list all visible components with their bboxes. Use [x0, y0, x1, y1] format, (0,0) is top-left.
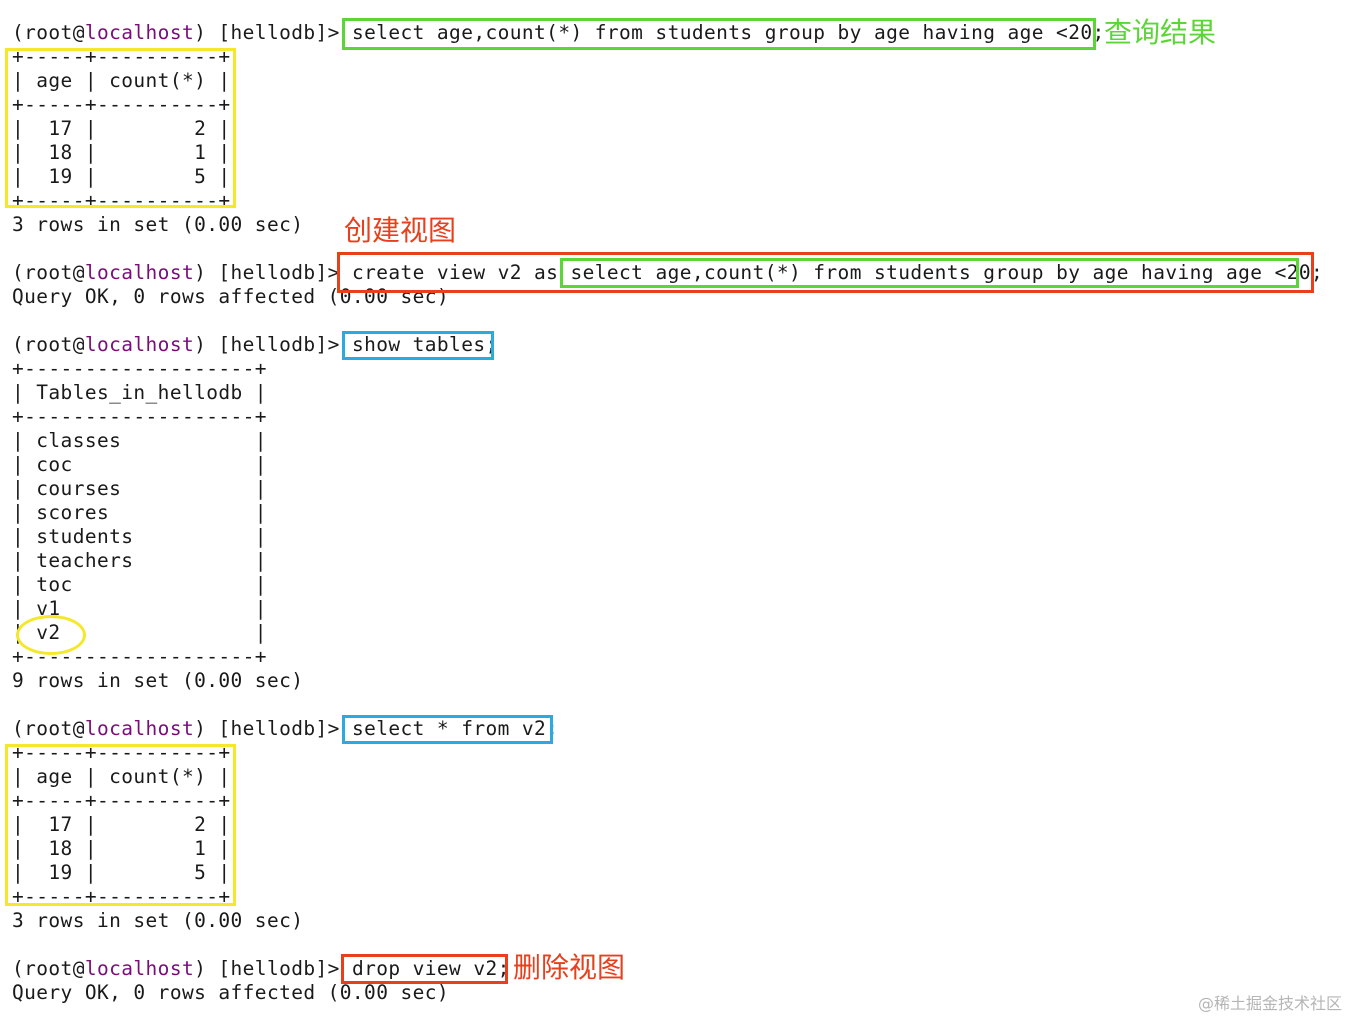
annotation-drop-view: 删除视图	[513, 951, 626, 984]
prompt-rest: ) [hellodb]>	[194, 717, 352, 740]
command-create-suffix: ;	[1311, 261, 1324, 284]
table-line: +-------------------+	[12, 645, 267, 668]
command-create-prefix: create view v2 as	[351, 261, 571, 284]
command-select-view[interactable]: select * from v2;	[351, 717, 559, 740]
prompt-line-1: (root@localhost) [hellodb]> select age,c…	[12, 21, 1105, 45]
prompt-user: (root@	[12, 717, 85, 740]
command-create-view[interactable]: create view v2 as select age,count(*) fr…	[352, 261, 1323, 284]
table-line: | courses |	[12, 477, 267, 500]
prompt-user: (root@	[12, 333, 85, 356]
highlight-create-select	[560, 258, 1299, 288]
prompt-line-2: (root@localhost) [hellodb]> create view …	[12, 261, 1323, 285]
table-line: | Tables_in_hellodb |	[12, 381, 267, 404]
prompt-line-4: (root@localhost) [hellodb]> select * fro…	[12, 717, 558, 741]
prompt-user: (root@	[12, 21, 85, 44]
highlight-create-command	[337, 252, 1314, 293]
drop-result: Query OK, 0 rows affected (0.00 sec)	[12, 981, 450, 1004]
result-summary-3: 9 rows in set (0.00 sec)	[12, 669, 304, 692]
table-line: | 17 | 2 |	[12, 813, 231, 836]
table-line: | age | count(*) |	[12, 69, 231, 92]
table-line: | age | count(*) |	[12, 765, 231, 788]
table-line: +-----+----------+	[12, 93, 231, 116]
prompt-host: localhost	[84, 717, 195, 740]
table-line: | coc |	[12, 453, 267, 476]
annotation-create-view: 创建视图	[344, 214, 457, 247]
prompt-rest: ) [hellodb]>	[194, 957, 352, 980]
prompt-rest: ) [hellodb]>	[194, 333, 352, 356]
table-line: | scores |	[12, 501, 267, 524]
prompt-line-5: (root@localhost) [hellodb]> drop view v2…	[12, 957, 510, 981]
prompt-host: localhost	[84, 333, 195, 356]
table-line: | students |	[12, 525, 267, 548]
prompt-host: localhost	[84, 957, 195, 980]
highlight-query-command	[342, 18, 1096, 50]
table-line: | 17 | 2 |	[12, 117, 231, 140]
highlight-result-table-1	[5, 48, 236, 208]
highlight-drop-command	[341, 954, 508, 984]
table-line: +-----+----------+	[12, 789, 231, 812]
watermark: @稀土掘金技术社区	[1197, 994, 1342, 1013]
command-drop-view[interactable]: drop view v2;	[351, 957, 510, 980]
table-line: | classes |	[12, 429, 267, 452]
highlight-result-table-2	[5, 744, 236, 906]
table-line: +-----+----------+	[12, 885, 231, 908]
result-summary-4: 3 rows in set (0.00 sec)	[12, 909, 304, 932]
annotation-query-result: 查询结果	[1104, 16, 1217, 49]
command-select-group[interactable]: select age,count(*) from students group …	[351, 21, 1105, 44]
prompt-host: localhost	[84, 21, 195, 44]
table-line: +-------------------+	[12, 357, 267, 380]
command-show-tables[interactable]: show tables;	[351, 333, 498, 356]
table-line: | teachers |	[12, 549, 267, 572]
table-line: | 18 | 1 |	[12, 837, 231, 860]
prompt-rest: ) [hellodb]>	[194, 21, 352, 44]
table-line: | 19 | 5 |	[12, 861, 231, 884]
highlight-show-command	[342, 331, 494, 360]
prompt-host: localhost	[84, 261, 195, 284]
prompt-line-3: (root@localhost) [hellodb]> show tables;	[12, 333, 498, 357]
highlight-v2-ellipse	[16, 615, 86, 655]
prompt-user: (root@	[12, 261, 85, 284]
table-line: | v1 |	[12, 597, 267, 620]
prompt-rest: ) [hellodb]>	[194, 261, 352, 284]
command-create-select: select age,count(*) from students group …	[570, 261, 1312, 284]
table-line: | 19 | 5 |	[12, 165, 231, 188]
prompt-user: (root@	[12, 957, 85, 980]
result-summary-1: 3 rows in set (0.00 sec)	[12, 213, 304, 236]
table-line: | 18 | 1 |	[12, 141, 231, 164]
table-line: | toc |	[12, 573, 267, 596]
table-line: +-------------------+	[12, 405, 267, 428]
highlight-select-view-command	[342, 715, 553, 744]
